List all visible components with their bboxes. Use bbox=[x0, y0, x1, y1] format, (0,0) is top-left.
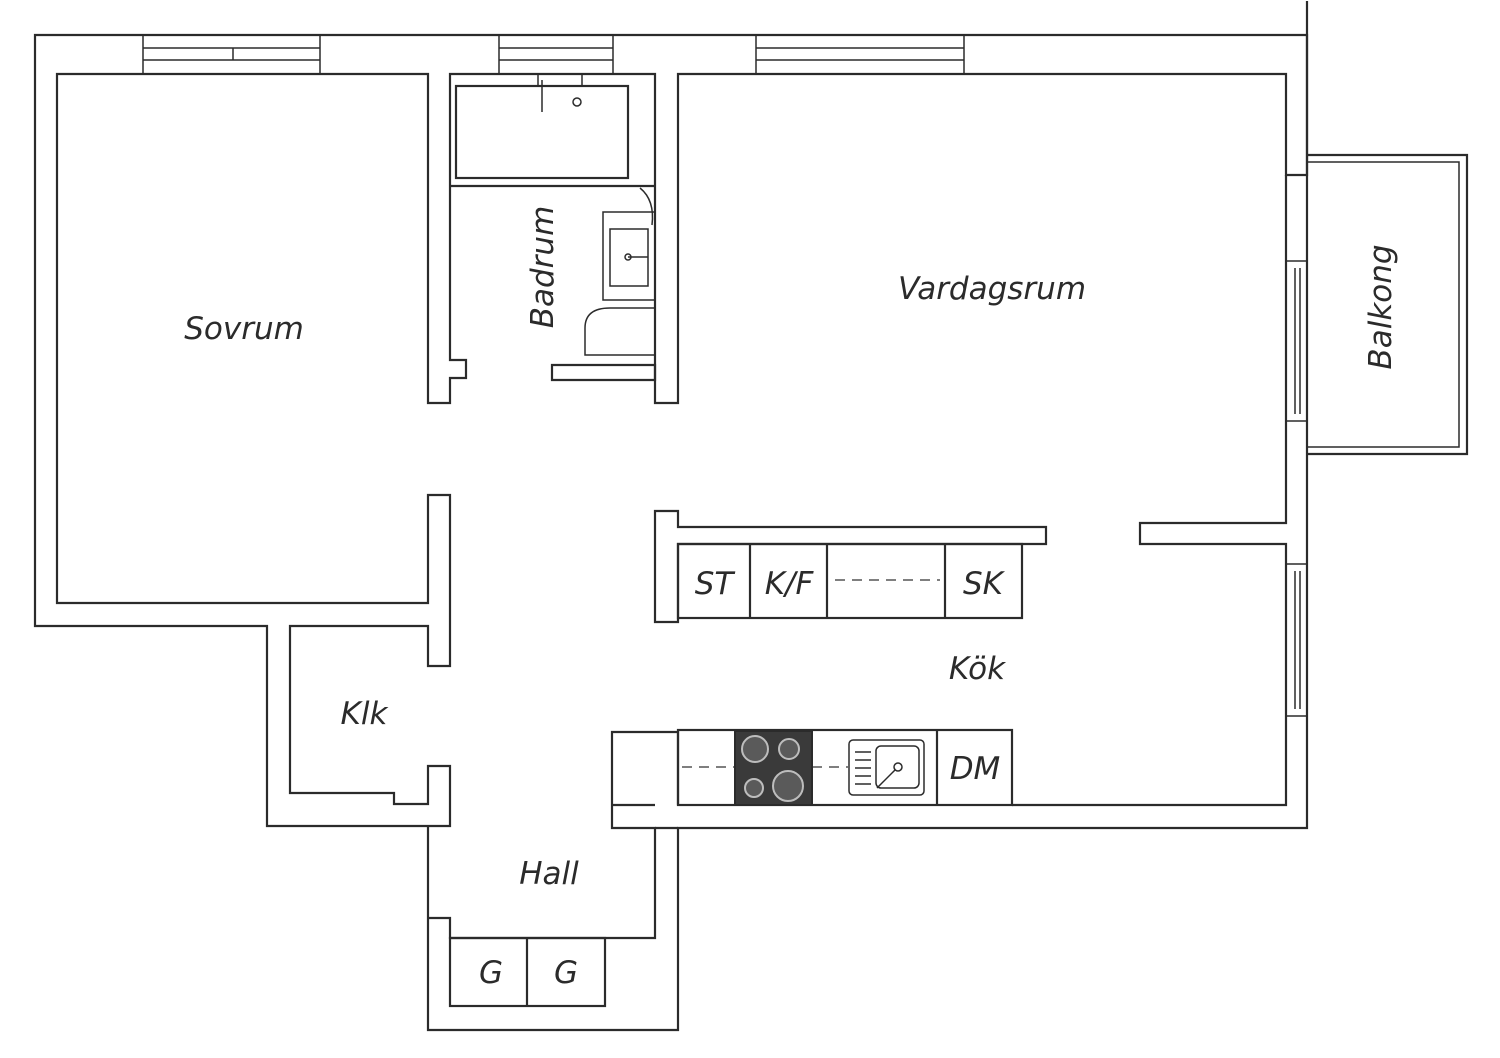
toilet bbox=[584, 307, 656, 356]
label-balkong: Balkong bbox=[1363, 244, 1399, 369]
label-vardagsrum: Vardagsrum bbox=[898, 271, 1086, 307]
kitchen-counter bbox=[676, 728, 1014, 807]
label-fridge-freezer: K/F bbox=[765, 566, 815, 602]
label-hall: Hall bbox=[519, 856, 579, 892]
label-dishwasher: DM bbox=[950, 751, 1001, 787]
label-klk: Klk bbox=[341, 696, 389, 732]
label-wardrobe-1: G bbox=[479, 955, 503, 991]
label-cabinet: SK bbox=[963, 566, 1006, 602]
label-wardrobe-2: G bbox=[554, 955, 578, 991]
windows-top bbox=[142, 34, 965, 75]
balcony bbox=[1307, 153, 1469, 456]
windows-right bbox=[1285, 260, 1308, 717]
exterior-walls bbox=[33, 1, 1309, 1032]
label-stove: ST bbox=[695, 566, 736, 602]
kitchen-island bbox=[653, 509, 1048, 624]
bathroom-fixtures bbox=[450, 73, 657, 382]
label-sovrum: Sovrum bbox=[184, 311, 304, 347]
sink bbox=[602, 211, 656, 301]
wardrobes bbox=[448, 936, 607, 1008]
label-badrum: Badrum bbox=[525, 206, 561, 329]
label-kok: Kök bbox=[949, 651, 1006, 687]
kitchen-sink bbox=[848, 739, 925, 796]
